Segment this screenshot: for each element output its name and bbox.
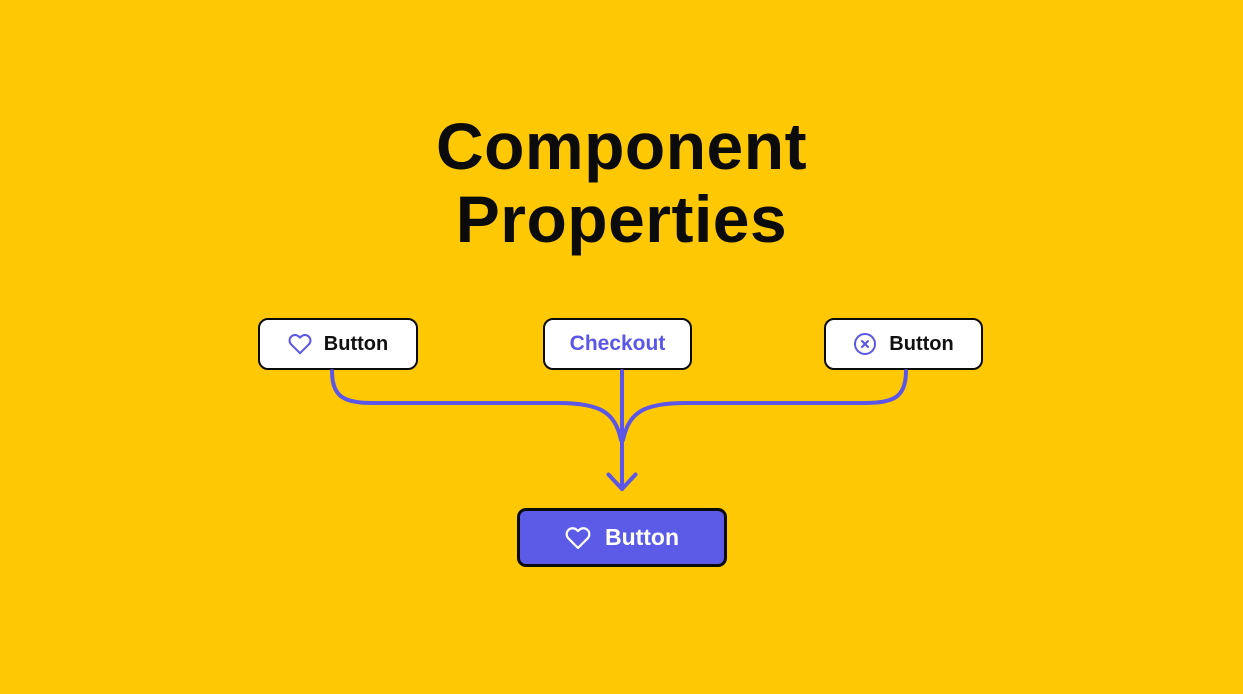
heart-icon [288, 332, 312, 356]
connector-right [621, 369, 908, 442]
variant-button-checkout-label: Checkout [569, 332, 666, 355]
connector-left [330, 369, 623, 442]
heart-icon [565, 525, 591, 551]
result-button-component[interactable]: Button [517, 508, 727, 567]
page-title: Component Properties [0, 110, 1243, 255]
page-title-line2: Properties [455, 181, 788, 256]
page-title-line1: Component [435, 109, 808, 183]
variant-button-favorite[interactable]: Button [258, 318, 418, 370]
result-button-component-label: Button [604, 524, 680, 550]
variant-button-close-label: Button [889, 332, 954, 355]
x-circle-icon [853, 332, 877, 356]
variant-button-close[interactable]: Button [824, 318, 983, 370]
variant-button-checkout[interactable]: Checkout [543, 318, 692, 370]
arrowhead [606, 472, 638, 491]
variant-button-favorite-label: Button [323, 332, 389, 355]
